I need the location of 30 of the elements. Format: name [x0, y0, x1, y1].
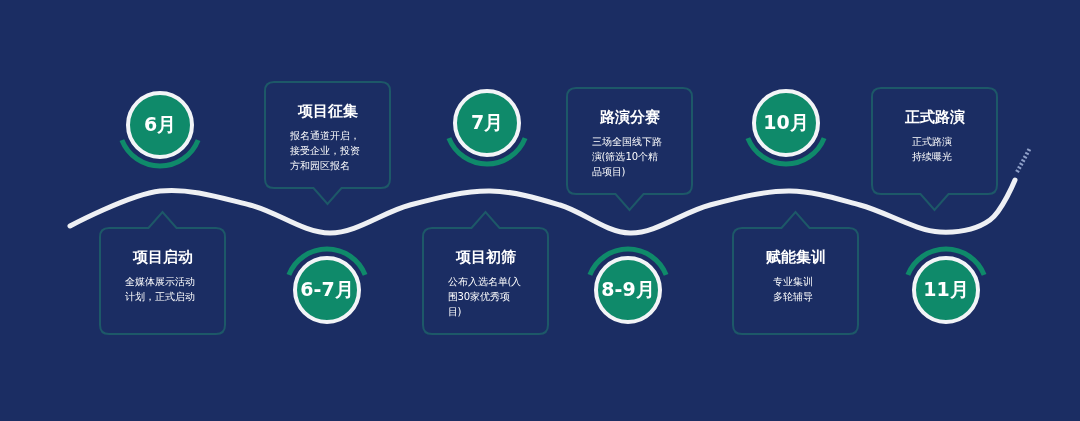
callout-box — [872, 88, 997, 210]
month-label: 8-9月 — [601, 277, 655, 302]
month-circle — [453, 89, 521, 157]
callout-box — [567, 88, 692, 210]
callout-heading: 赋能集训 — [765, 248, 826, 267]
month-circle — [594, 256, 662, 324]
callout-text: 公布入选名单(入围30家优秀项目) — [447, 275, 523, 319]
callout-text: 全媒体展示活动计划，正式启动 — [124, 275, 196, 304]
callout-text: 正式路演持续曝光 — [911, 135, 953, 164]
callout-box — [423, 212, 548, 334]
callout-heading: 项目初筛 — [455, 248, 516, 267]
callout-heading: 正式路演 — [904, 108, 965, 127]
callout-text: 专业集训多轮辅导 — [772, 275, 814, 304]
month-circle — [752, 89, 820, 157]
callout-text: 三场全国线下路演(筛选10个精品项目) — [591, 135, 663, 179]
callout-box — [265, 82, 390, 204]
month-label: 6月 — [143, 112, 177, 137]
month-label: 10月 — [763, 110, 809, 135]
month-label: 6-7月 — [300, 277, 354, 302]
callout-heading: 项目启动 — [132, 248, 193, 267]
month-label: 7月 — [470, 110, 504, 135]
callout-box — [100, 212, 225, 334]
month-circle — [126, 91, 194, 159]
month-circle — [293, 256, 361, 324]
callout-heading: 路演分赛 — [599, 108, 660, 127]
month-label: 11月 — [923, 277, 969, 302]
callout-heading: 项目征集 — [297, 102, 358, 121]
callout-box — [733, 212, 858, 334]
month-circle — [912, 256, 980, 324]
callout-text: 报名通道开启，接受企业，投资方和园区报名 — [289, 129, 361, 173]
